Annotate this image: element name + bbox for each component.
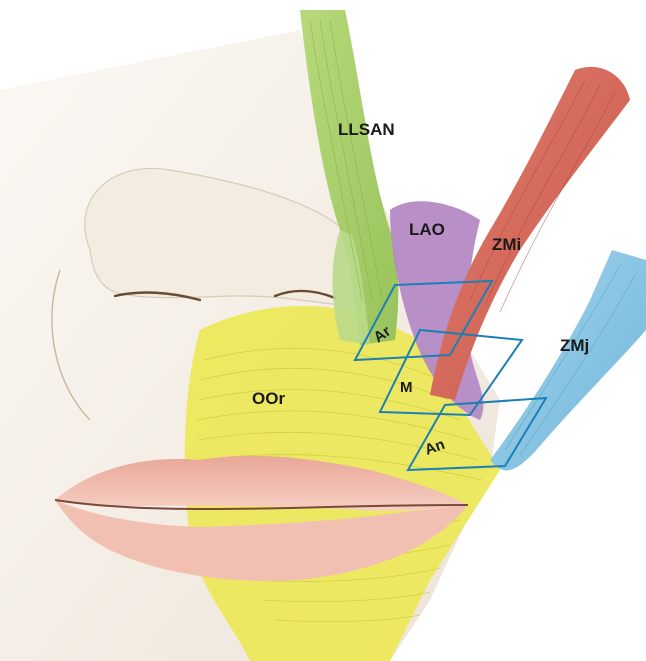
label-zmj: ZMj [560,336,589,355]
label-zone-m: M [400,379,413,396]
label-zmi: ZMi [492,235,521,254]
label-oor: OOr [252,389,285,408]
label-llsan: LLSAN [338,120,395,139]
label-lao: LAO [409,220,445,239]
